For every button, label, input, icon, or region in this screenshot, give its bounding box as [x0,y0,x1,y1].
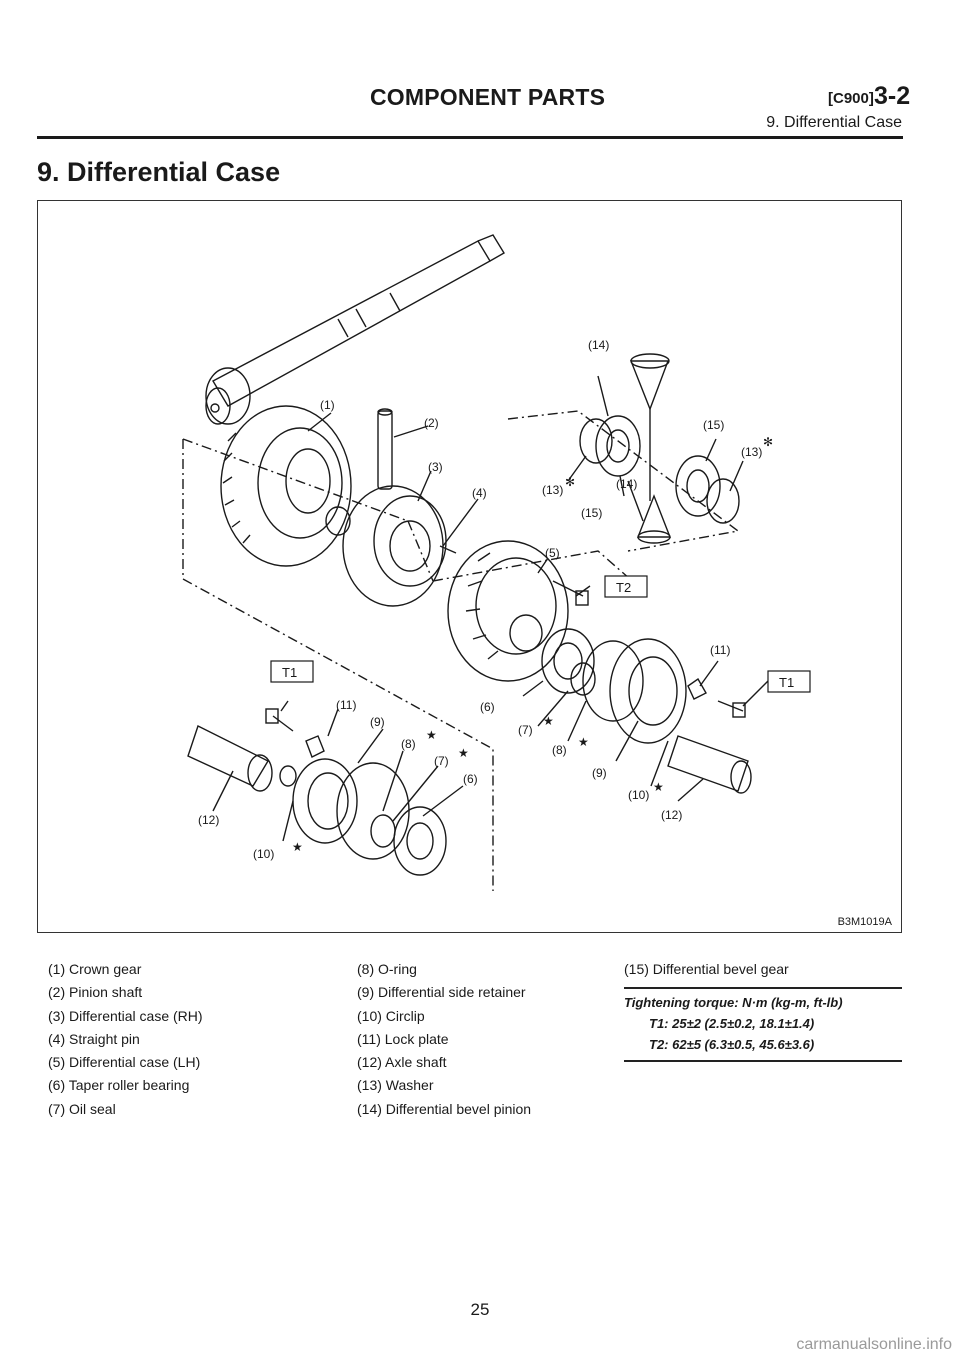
star-marker: ★ [653,780,664,794]
page-title: 9. Differential Case [37,157,281,187]
legend-item: (2) Pinion shaft [48,984,143,1001]
section-code: [C900] [828,90,874,107]
asterisk-marker: ✻ [763,435,773,449]
callout-11-right: (11) [710,643,730,657]
callout-12-left: (12) [198,813,219,827]
callout-7-left: (7) [434,754,449,768]
callout-15-bottom: (15) [581,506,602,520]
torque-tag-t2-box [604,575,648,598]
torque-tag-t2: T2 [616,580,631,595]
callout-15-top: (15) [703,418,724,432]
callout-14-bottom: (14) [616,477,637,491]
legend-column-3: (15) Differential bevel gear [624,958,789,981]
callout-13-left: (13) [542,483,563,497]
legend-item: (9) Differential side retainer [357,984,526,1001]
star-marker: ★ [543,714,554,728]
torque-tag-t1-right-box [767,670,811,693]
torque-rule-top [624,987,902,989]
callout-6-left: (6) [463,772,478,786]
callout-8-right: (8) [552,743,567,757]
legend-item: (13) Washer [357,1077,434,1094]
legend-item: (3) Differential case (RH) [48,1007,203,1024]
callout-10-left: (10) [253,847,274,861]
legend-item: (4) Straight pin [48,1030,140,1047]
star-marker: ★ [458,746,469,760]
legend-item: (1) Crown gear [48,961,142,977]
callout-3: (3) [428,460,443,474]
callout-4: (4) [472,486,487,500]
header-rule [37,136,903,139]
callout-9-right: (9) [592,766,607,780]
legend-item: (8) O-ring [357,961,417,977]
torque-title: Tightening torque: N·m (kg-m, ft-lb) [624,994,843,1010]
asterisk-marker: ✻ [565,475,575,489]
callout-11-left: (11) [336,698,356,712]
callout-14-top: (14) [588,338,609,352]
torque-tag-t1-left-box [270,660,314,683]
star-marker: ★ [578,735,589,749]
callout-13-right: (13) [741,445,762,459]
star-marker: ★ [426,728,437,742]
legend-item: (10) Circlip [357,1007,425,1024]
page-number: 25 [470,1300,490,1319]
callout-12-right: (12) [661,808,682,822]
callout-5: (5) [545,546,560,560]
legend-item: (14) Differential bevel pinion [357,1100,532,1117]
section-title: COMPONENT PARTS [370,84,606,110]
legend-item: (15) Differential bevel gear [624,961,789,977]
chapter-number: 3-2 [874,82,911,110]
callout-6-right: (6) [480,700,495,714]
callout-2: (2) [424,416,439,430]
torque-t1: T1: 25±2 (2.5±0.2, 18.1±1.4) [649,1015,815,1031]
exploded-view-figure: T2 T1 T1 (1) (2) (3) (4) (5) (6) (7) (8)… [37,200,902,933]
callout-10-right: (10) [628,788,649,802]
torque-spec-box: Tightening torque: N·m (kg-m, ft-lb) T1:… [624,987,902,1062]
callout-8-left: (8) [401,737,416,751]
legend-item: (5) Differential case (LH) [48,1054,201,1071]
callout-7-right: (7) [518,723,533,737]
callout-1: (1) [320,398,335,412]
torque-tag-t1-right: T1 [779,675,794,690]
legend-item: (6) Taper roller bearing [48,1077,190,1094]
callout-9-left: (9) [370,715,385,729]
star-marker: ★ [292,840,303,854]
subsection-title: 9. Differential Case [766,114,902,131]
torque-t2: T2: 62±5 (6.3±0.5, 45.6±3.6) [649,1036,815,1052]
torque-rule-bottom [624,1059,902,1062]
exploded-diagram: T2 T1 T1 (1) (2) (3) (4) (5) (6) (7) (8)… [182,234,811,891]
figure-id: B3M1019A [837,916,892,928]
legend-column-1: (1) Crown gear (2) Pinion shaft (3) Diff… [48,958,203,1121]
torque-tag-t1-left: T1 [282,665,297,680]
legend-column-2: (8) O-ring (9) Differential side retaine… [357,958,531,1121]
legend-item: (7) Oil seal [48,1100,116,1117]
watermark: carmanualsonline.info [796,1336,952,1353]
legend-item: (11) Lock plate [357,1030,449,1047]
legend-item: (12) Axle shaft [357,1054,447,1071]
